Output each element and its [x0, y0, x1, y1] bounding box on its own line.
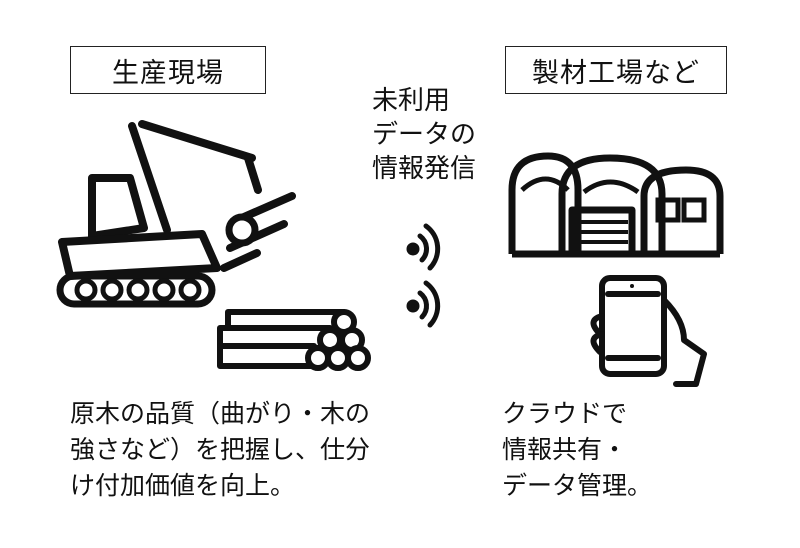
wireless-signal-icon — [406, 223, 441, 328]
production-site-label: 生産現場 — [70, 46, 266, 94]
sawmill-title: 製材工場など — [532, 57, 700, 89]
production-site-title: 生産現場 — [112, 57, 224, 89]
center-line-1: 未利用 — [372, 86, 451, 116]
production-site-description: 原木の品質（曲がり・木の 強さなど）を把握し、仕分 け付加価値を向上。 — [70, 399, 371, 500]
smartphone-hand-icon — [590, 275, 707, 387]
center-line-2: データの — [372, 120, 477, 150]
sawmill-description: クラウドで 情報共有・ データ管理。 — [502, 399, 653, 500]
center-line-3: 情報発信 — [372, 154, 477, 184]
sawmill-label: 製材工場など — [505, 46, 727, 94]
factory-icon — [508, 152, 724, 258]
logs-icon — [217, 309, 371, 371]
unused-data-broadcast-text: 未利用 データの 情報発信 — [372, 84, 492, 186]
harvester-icon — [56, 120, 296, 308]
